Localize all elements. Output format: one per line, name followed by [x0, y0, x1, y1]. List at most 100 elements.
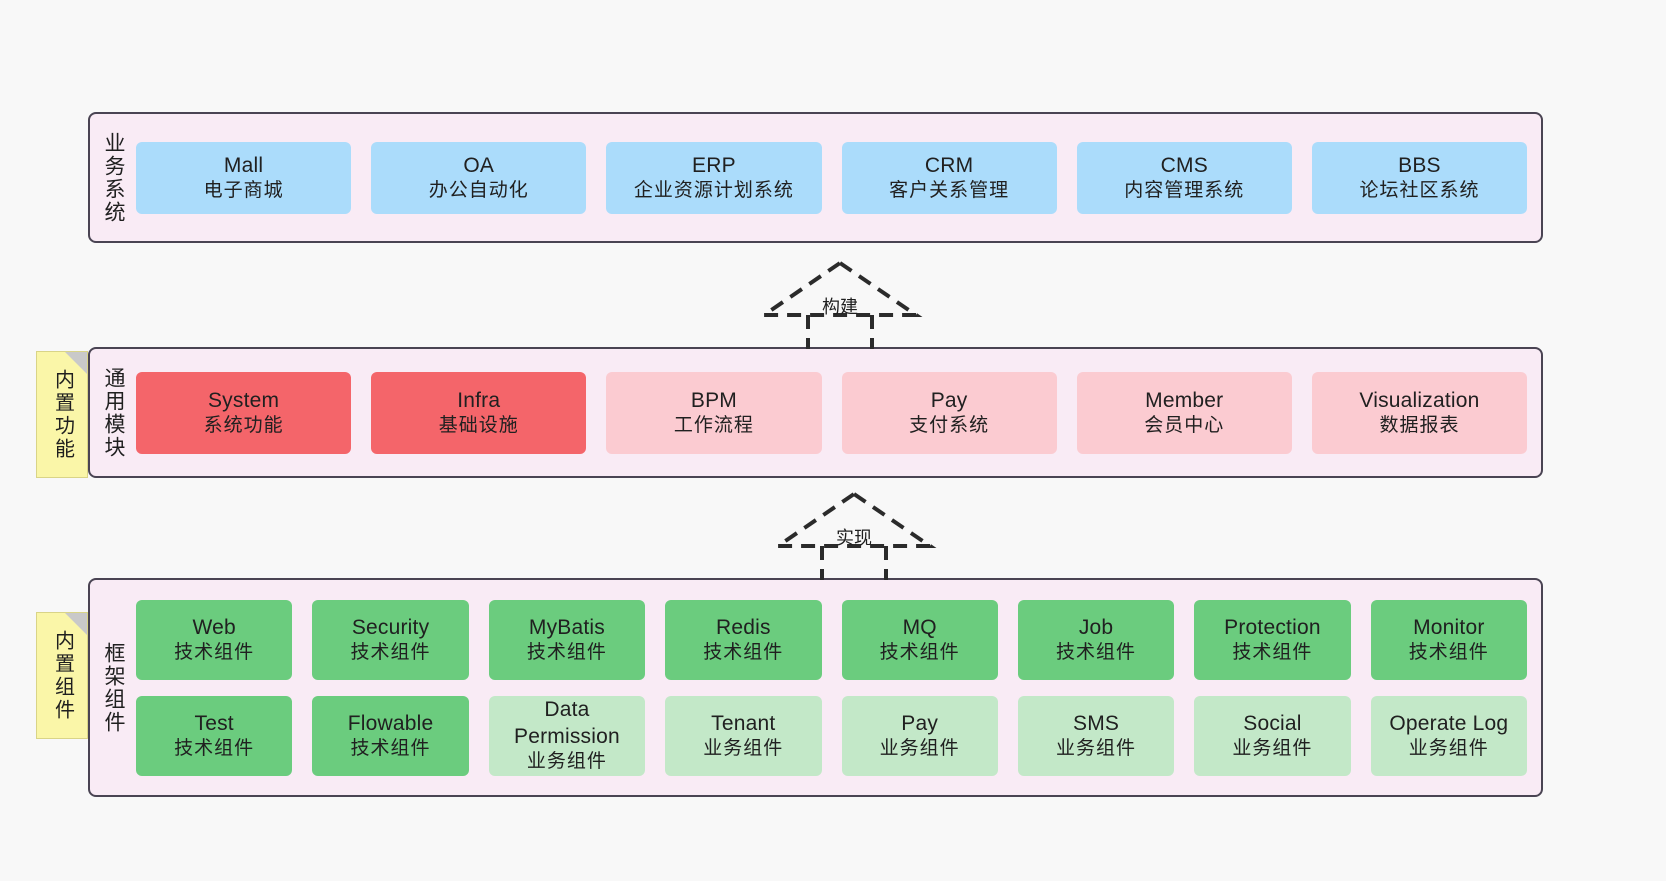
- layer-common-modules-body: System 系统功能 Infra 基础设施 BPM 工作流程 Pay 支付系统…: [136, 349, 1541, 476]
- card-pay-module-cn: 支付系统: [909, 414, 990, 436]
- card-row: Web 技术组件 Security 技术组件 MyBatis 技术组件 Redi…: [136, 599, 1527, 680]
- card-job[interactable]: Job 技术组件: [1017, 599, 1175, 680]
- card-protection-cn: 技术组件: [1232, 641, 1313, 663]
- card-system-en: System: [207, 388, 280, 412]
- card-row: Mall 电子商城 OA 办公自动化 ERP 企业资源计划系统 CRM 客户关系…: [136, 141, 1528, 214]
- card-web-en: Web: [192, 615, 236, 639]
- card-flowable-en: Flowable: [347, 711, 434, 735]
- card-data-permission-en: Data Permission: [514, 697, 620, 749]
- arrow-implement-generalization: 实现: [770, 488, 938, 580]
- note-builtin-functions-label: 内置功能: [51, 368, 74, 461]
- card-member-cn: 会员中心: [1144, 414, 1225, 436]
- layer-business-systems-body: Mall 电子商城 OA 办公自动化 ERP 企业资源计划系统 CRM 客户关系…: [136, 114, 1541, 241]
- card-bbs-cn: 论坛社区系统: [1359, 179, 1480, 201]
- card-mybatis[interactable]: MyBatis 技术组件: [488, 599, 646, 680]
- card-web[interactable]: Web 技术组件: [136, 599, 293, 680]
- card-test-en: Test: [194, 711, 234, 735]
- layer-framework-components-body: Web 技术组件 Security 技术组件 MyBatis 技术组件 Redi…: [136, 580, 1541, 795]
- card-security-cn: 技术组件: [350, 641, 431, 663]
- card-crm[interactable]: CRM 客户关系管理: [841, 141, 1057, 214]
- card-mall[interactable]: Mall 电子商城: [136, 141, 352, 214]
- arrow-implement-label: 实现: [836, 528, 872, 548]
- card-row: Test 技术组件 Flowable 技术组件 Data Permission …: [136, 695, 1527, 776]
- card-protection-en: Protection: [1224, 615, 1321, 639]
- card-infra-cn: 基础设施: [438, 414, 519, 436]
- card-pay-module-en: Pay: [930, 388, 968, 412]
- card-redis-cn: 技术组件: [703, 641, 784, 663]
- card-erp-cn: 企业资源计划系统: [633, 179, 794, 201]
- card-redis-en: Redis: [715, 615, 771, 639]
- arrow-implement-icon: [771, 491, 937, 580]
- card-social[interactable]: Social 业务组件: [1194, 695, 1351, 776]
- card-oa[interactable]: OA 办公自动化: [371, 141, 587, 214]
- arrow-build-icon: [757, 260, 923, 349]
- card-system[interactable]: System 系统功能: [136, 371, 352, 454]
- card-pay-component-en: Pay: [901, 711, 939, 735]
- card-mybatis-cn: 技术组件: [526, 641, 607, 663]
- card-infra-en: Infra: [457, 388, 501, 412]
- card-crm-en: CRM: [924, 153, 974, 177]
- card-mq-en: MQ: [902, 615, 937, 639]
- layer-business-systems: 业务系统 Mall 电子商城 OA 办公自动化 ERP 企业资源计划系统 CRM…: [88, 112, 1543, 243]
- card-mq[interactable]: MQ 技术组件: [841, 599, 998, 680]
- card-web-cn: 技术组件: [174, 641, 255, 663]
- card-visualization-en: Visualization: [1359, 388, 1480, 412]
- layer-common-modules-title: 通用模块: [102, 366, 126, 459]
- card-operate-log[interactable]: Operate Log 业务组件: [1370, 695, 1527, 776]
- card-bpm[interactable]: BPM 工作流程: [606, 371, 822, 454]
- note-builtin-components-label: 内置组件: [51, 629, 74, 722]
- card-visualization-cn: 数据报表: [1379, 414, 1460, 436]
- card-member-en: Member: [1145, 388, 1224, 412]
- card-pay-component[interactable]: Pay 业务组件: [841, 695, 998, 776]
- card-tenant[interactable]: Tenant 业务组件: [665, 695, 822, 776]
- card-tenant-en: Tenant: [711, 711, 776, 735]
- card-data-permission-cn: 业务组件: [526, 751, 607, 773]
- card-infra[interactable]: Infra 基础设施: [371, 371, 587, 454]
- card-system-cn: 系统功能: [203, 414, 284, 436]
- layer-framework-components-title: 框架组件: [102, 641, 126, 734]
- arrow-build-label: 构建: [822, 297, 858, 317]
- card-operate-log-en: Operate Log: [1389, 711, 1509, 735]
- card-bbs[interactable]: BBS 论坛社区系统: [1311, 141, 1528, 214]
- card-pay-module[interactable]: Pay 支付系统: [841, 371, 1057, 454]
- card-monitor[interactable]: Monitor 技术组件: [1370, 599, 1527, 680]
- card-oa-cn: 办公自动化: [428, 179, 529, 201]
- card-protection[interactable]: Protection 技术组件: [1194, 599, 1351, 680]
- card-mall-cn: 电子商城: [203, 179, 284, 201]
- layer-framework-components: 框架组件 Web 技术组件 Security 技术组件 MyBatis 技术组件…: [88, 578, 1543, 797]
- card-social-en: Social: [1243, 711, 1302, 735]
- card-data-permission[interactable]: Data Permission 业务组件: [488, 695, 646, 776]
- card-crm-cn: 客户关系管理: [889, 179, 1010, 201]
- layer-common-modules: 通用模块 System 系统功能 Infra 基础设施 BPM 工作流程 Pay…: [88, 347, 1543, 478]
- card-pay-component-cn: 业务组件: [879, 737, 960, 759]
- card-cms[interactable]: CMS 内容管理系统: [1076, 141, 1292, 214]
- card-member[interactable]: Member 会员中心: [1076, 371, 1292, 454]
- card-mq-cn: 技术组件: [879, 641, 960, 663]
- card-cms-en: CMS: [1160, 153, 1208, 177]
- card-bbs-en: BBS: [1398, 153, 1441, 177]
- card-bpm-en: BPM: [690, 388, 737, 412]
- card-visualization[interactable]: Visualization 数据报表: [1311, 371, 1528, 454]
- card-job-cn: 技术组件: [1056, 641, 1137, 663]
- arrow-build-generalization: 构建: [756, 257, 924, 349]
- card-bpm-cn: 工作流程: [673, 414, 754, 436]
- card-mall-en: Mall: [223, 153, 264, 177]
- card-social-cn: 业务组件: [1232, 737, 1313, 759]
- card-monitor-cn: 技术组件: [1408, 641, 1489, 663]
- note-builtin-functions: 内置功能: [36, 351, 88, 478]
- card-sms-en: SMS: [1073, 711, 1120, 735]
- card-oa-en: OA: [463, 153, 495, 177]
- card-operate-log-cn: 业务组件: [1408, 737, 1489, 759]
- card-erp-en: ERP: [692, 153, 736, 177]
- card-job-en: Job: [1078, 615, 1114, 639]
- card-flowable[interactable]: Flowable 技术组件: [312, 695, 469, 776]
- card-cms-cn: 内容管理系统: [1124, 179, 1245, 201]
- card-erp[interactable]: ERP 企业资源计划系统: [606, 141, 822, 214]
- card-security-en: Security: [351, 615, 430, 639]
- card-sms[interactable]: SMS 业务组件: [1017, 695, 1175, 776]
- card-redis[interactable]: Redis 技术组件: [665, 599, 822, 680]
- card-mybatis-en: MyBatis: [528, 615, 605, 639]
- card-security[interactable]: Security 技术组件: [312, 599, 469, 680]
- card-sms-cn: 业务组件: [1056, 737, 1137, 759]
- card-test[interactable]: Test 技术组件: [136, 695, 293, 776]
